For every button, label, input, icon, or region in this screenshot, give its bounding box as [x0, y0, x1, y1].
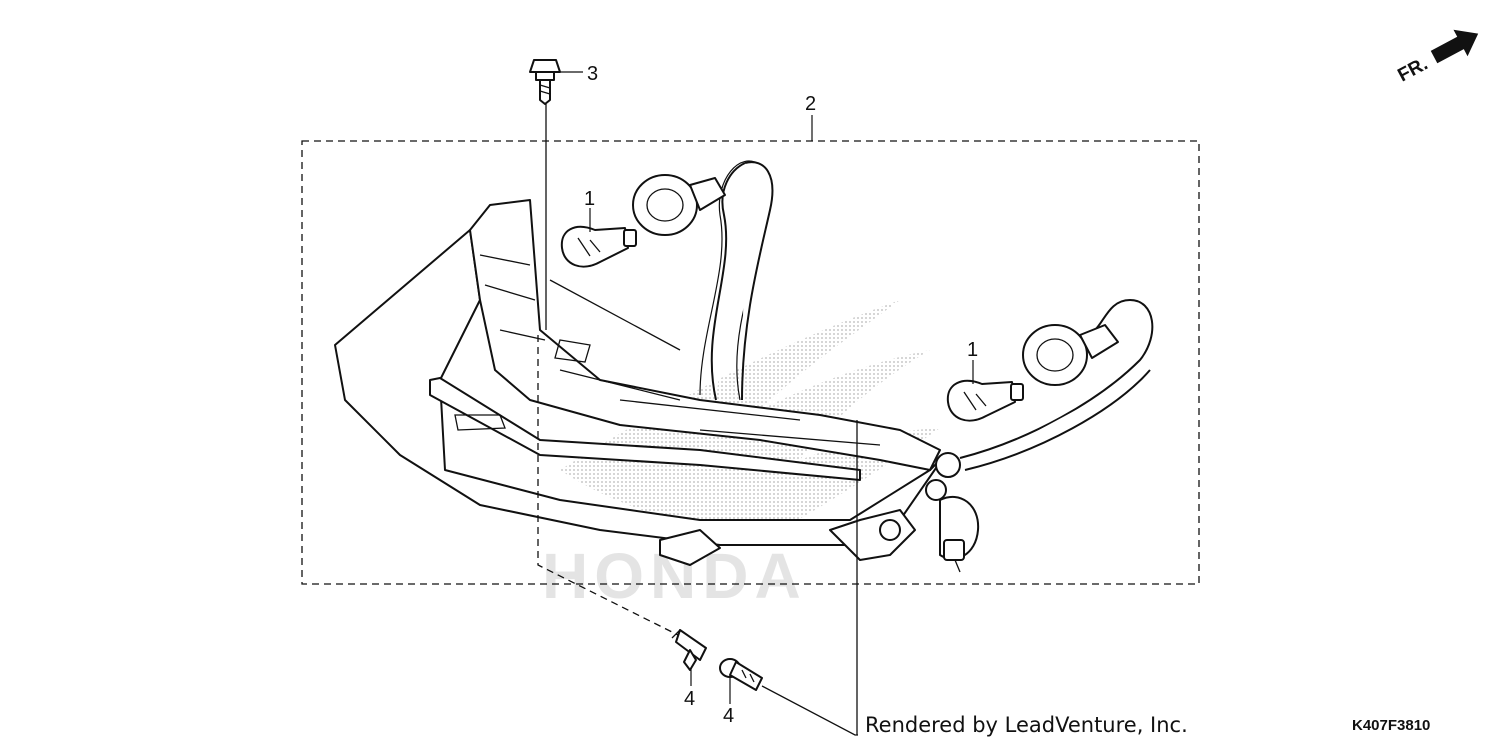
- callout-1-left: 1: [584, 188, 595, 210]
- callout-3: 3: [587, 63, 598, 85]
- bottom-screw-right[interactable]: [719, 658, 763, 691]
- front-label: FR.: [1394, 54, 1431, 87]
- left-bulb[interactable]: [560, 225, 637, 268]
- callout-4-left: 4: [684, 688, 695, 710]
- top-screw[interactable]: [529, 59, 561, 105]
- right-bulb-socket[interactable]: [959, 299, 1154, 471]
- top-screw-dashed: [537, 335, 689, 641]
- left-bulb-socket[interactable]: [632, 160, 774, 401]
- callout-1-right: 1: [967, 339, 978, 361]
- bottom-screw-guide: [761, 685, 858, 736]
- diagram-code: K407F3810: [1352, 717, 1430, 734]
- front-arrow-icon: [1430, 29, 1479, 64]
- headlight-housing[interactable]: [334, 199, 961, 566]
- bracket-leader: [549, 279, 681, 351]
- assembly-boundary: [301, 140, 1200, 585]
- front-direction-indicator: FR.: [1394, 29, 1479, 87]
- right-bulb[interactable]: [946, 379, 1024, 422]
- bottom-screw-left[interactable]: [671, 629, 707, 671]
- callout-4-right: 4: [723, 705, 734, 727]
- credit-text: Rendered by LeadVenture, Inc.: [865, 713, 1188, 737]
- callout-2: 2: [805, 93, 816, 115]
- position-light-socket[interactable]: [939, 495, 980, 573]
